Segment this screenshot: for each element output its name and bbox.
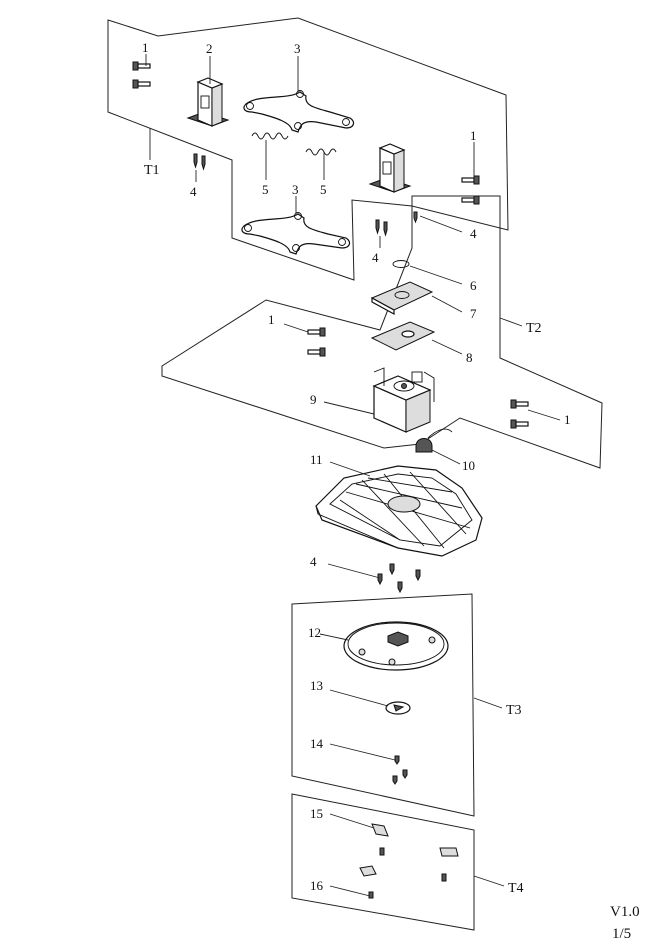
blade-icon [359, 823, 459, 899]
bolt-icon [510, 399, 529, 429]
callout-12: 12 [308, 625, 321, 640]
callout-4: 4 [372, 250, 379, 265]
callout-4: 4 [470, 226, 477, 241]
arm-icon [241, 212, 351, 255]
callout-8: 8 [466, 350, 473, 365]
group-label-t1: T1 [144, 163, 160, 178]
callout-3: 3 [294, 41, 301, 56]
screw-icon [392, 755, 408, 785]
page-number: 1/5 [612, 926, 632, 942]
callout-1: 1 [470, 128, 477, 143]
group-outline-t4 [291, 793, 475, 931]
callout-1: 1 [268, 312, 275, 327]
version-label: V1.0 [610, 904, 640, 920]
bracket-icon [186, 77, 230, 127]
group-outline-t1 [107, 17, 509, 281]
screw-icon [193, 153, 206, 171]
leader-t2 [499, 317, 523, 327]
gasket-icon [370, 321, 436, 351]
callout-16: 16 [310, 878, 324, 893]
callout-15: 15 [310, 806, 323, 821]
callout-13: 13 [310, 678, 323, 693]
callout-14: 14 [310, 736, 324, 751]
bolt-icon [307, 327, 326, 357]
callout-leaders [145, 54, 561, 897]
callout-10: 10 [462, 458, 475, 473]
motor-icon [372, 367, 435, 433]
cable-gland-icon [415, 428, 453, 453]
bracket-icon [368, 143, 412, 193]
callout-5: 5 [262, 182, 269, 197]
callout-1: 1 [142, 40, 149, 55]
callout-1: 1 [564, 412, 571, 427]
group-outline-t3 [291, 593, 475, 817]
callout-3: 3 [292, 182, 299, 197]
blade-disc-icon [343, 621, 449, 671]
bolt-icon [461, 175, 480, 205]
callout-9: 9 [310, 392, 317, 407]
housing-icon [315, 465, 483, 557]
o-ring-icon [392, 260, 410, 268]
washer-icon [385, 701, 411, 715]
bolt-icon [132, 61, 151, 89]
leader-t4 [473, 875, 505, 887]
callout-6: 6 [470, 278, 477, 293]
spring-icon [251, 132, 337, 156]
callout-11: 11 [310, 452, 323, 467]
screw-icon [375, 211, 418, 237]
callout-5: 5 [320, 182, 327, 197]
group-outline-t2 [161, 195, 603, 469]
callout-4: 4 [310, 554, 317, 569]
group-label-t3: T3 [506, 703, 522, 718]
plate-icon [370, 281, 434, 316]
screw-icon [377, 563, 421, 594]
group-label-t4: T4 [508, 881, 524, 896]
callout-4: 4 [190, 184, 197, 199]
leader-t3 [473, 697, 503, 709]
callout-2: 2 [206, 41, 213, 56]
group-label-t2: T2 [526, 321, 542, 336]
arm-icon [243, 90, 355, 133]
callout-7: 7 [470, 306, 477, 321]
